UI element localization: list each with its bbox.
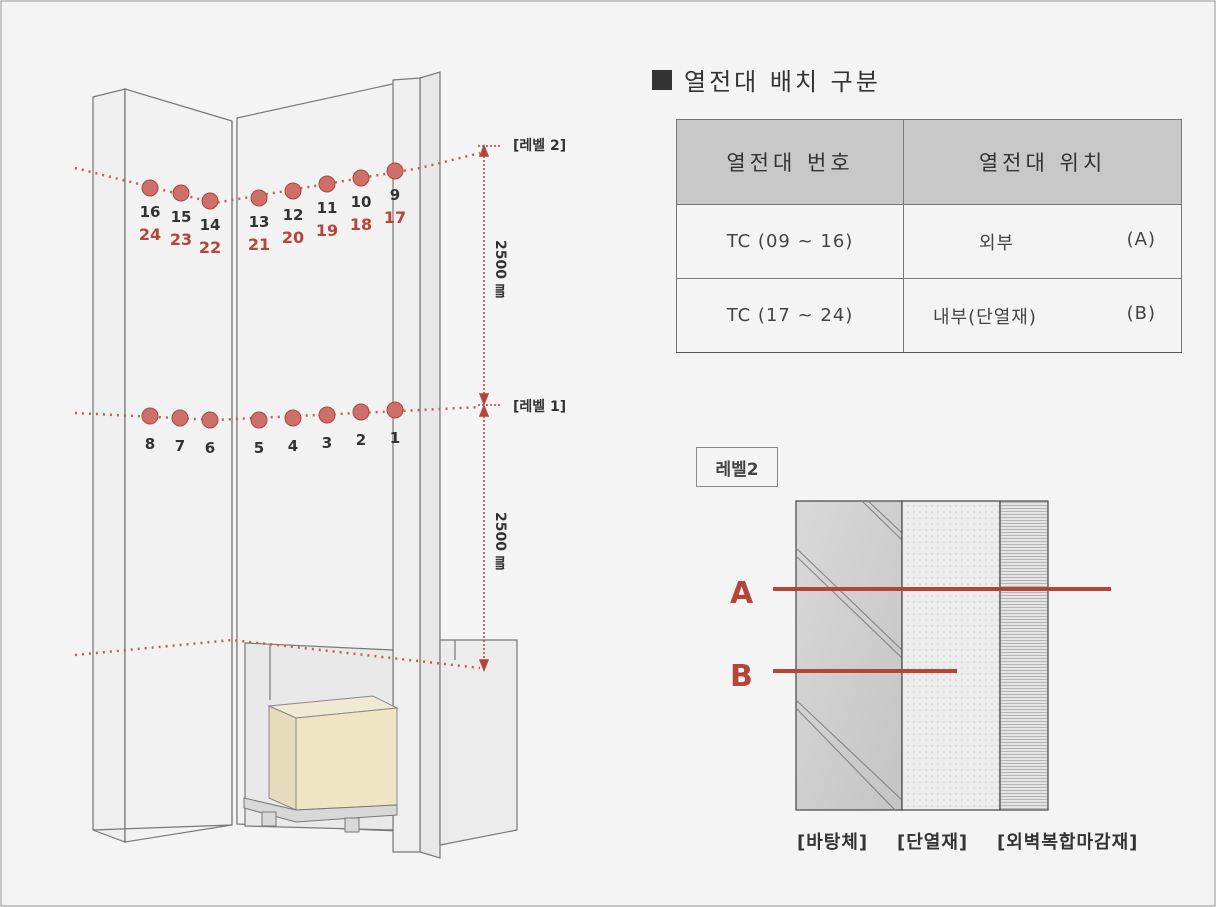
section-title: 열전대 배치 구분 <box>652 62 881 97</box>
thermocouple-number: 3 <box>322 434 332 452</box>
section-title-text: 열전대 배치 구분 <box>684 68 881 96</box>
location-text: 내부(단열재) <box>933 306 1037 328</box>
thermocouple-number: 8 <box>145 435 155 453</box>
thermocouple-number-inner: 23 <box>170 230 192 249</box>
cladding-layer <box>999 500 1049 811</box>
thermocouple-number-inner: 18 <box>350 215 372 234</box>
thermocouple-dot <box>284 409 302 427</box>
header-tc-number: 열전대 번호 <box>676 119 904 205</box>
dimension-lower-label: 2500 ㎜ <box>492 512 508 570</box>
layer-label-insulation: [단열재] <box>897 832 969 853</box>
square-bullet-icon <box>652 69 672 90</box>
thermocouple-number: 1 <box>390 429 400 447</box>
insulation-layer <box>901 500 1001 811</box>
table-row: TC (17 ~ 24) 내부(단열재) (B) <box>676 278 1182 353</box>
layer-label-cladding: [외벽복합마감재] <box>997 832 1139 853</box>
line-a-label: A <box>730 576 754 611</box>
thermocouple-dot <box>386 401 404 419</box>
thermocouple-number-outer: 16 <box>140 203 161 221</box>
level2-label: [레벨 2] <box>513 138 566 154</box>
thermocouple-number: 6 <box>205 439 215 457</box>
thermocouple-number-inner: 17 <box>384 208 406 227</box>
thermocouple-dot <box>250 411 268 429</box>
thermocouple-dot <box>201 411 219 429</box>
layer-label-substrate: [바탕체] <box>797 832 869 853</box>
cell-location: 외부 (A) <box>903 204 1182 279</box>
location-code: (B) <box>1126 302 1156 324</box>
pallet <box>243 797 398 833</box>
table-header-row: 열전대 번호 열전대 위치 <box>676 119 1182 205</box>
level2-thermocouples: 16 24 15 23 14 22 13 21 12 20 11 19 10 18 9 17 <box>139 162 406 257</box>
location-code: (A) <box>1126 228 1156 250</box>
line-b-label: B <box>730 659 753 694</box>
thermocouple-dot <box>318 175 336 193</box>
thermocouple-number-outer: 15 <box>171 208 192 226</box>
thermocouple-dot <box>352 169 370 187</box>
cell-tc-range: TC (17 ~ 24) <box>676 278 904 353</box>
thermocouple-number-outer: 12 <box>283 206 304 224</box>
thermocouple-table: 열전대 번호 열전대 위치 TC (09 ~ 16) 외부 (A) TC (17 … <box>676 119 1182 353</box>
thermocouple-dot <box>141 407 159 425</box>
thermocouple-dot <box>284 182 302 200</box>
thermocouple-dot <box>171 409 189 427</box>
section-detail: A B <box>730 500 1111 811</box>
dimension-lines <box>478 143 500 673</box>
table-row: TC (09 ~ 16) 외부 (A) <box>676 204 1182 279</box>
thermocouple-number-inner: 24 <box>139 225 161 244</box>
level1-thermocouples: 8 7 6 5 4 3 2 1 <box>141 401 404 457</box>
dimension-upper-label: 2500 ㎜ <box>492 240 508 298</box>
level2-detail-label: 레벨2 <box>696 447 778 487</box>
thermocouple-dot <box>318 406 336 424</box>
thermocouple-dot <box>201 192 219 210</box>
location-text: 외부 <box>979 232 1015 254</box>
level1-label: [레벨 1] <box>513 399 566 415</box>
thermocouple-dot <box>141 179 159 197</box>
cell-location: 내부(단열재) (B) <box>903 278 1182 353</box>
thermocouple-dot <box>172 184 190 202</box>
thermocouple-dot <box>352 403 370 421</box>
thermocouple-number: 5 <box>254 439 264 457</box>
thermocouple-number-inner: 21 <box>248 235 270 254</box>
header-tc-location: 열전대 위치 <box>903 119 1182 205</box>
thermocouple-number-inner: 19 <box>316 221 338 240</box>
burner-box <box>267 695 399 811</box>
thermocouple-number-inner: 22 <box>199 238 221 257</box>
thermocouple-number-outer: 14 <box>200 216 221 234</box>
thermocouple-number-outer: 13 <box>249 213 270 231</box>
thermocouple-number: 7 <box>175 437 185 455</box>
thermocouple-number-outer: 9 <box>390 186 400 204</box>
wall-structure <box>92 71 518 859</box>
thermocouple-number-outer: 10 <box>351 193 372 211</box>
thermocouple-number-outer: 11 <box>317 199 338 217</box>
thermocouple-dot <box>250 189 268 207</box>
cell-tc-range: TC (09 ~ 16) <box>676 204 904 279</box>
thermocouple-dot <box>386 162 404 180</box>
substrate-layer <box>795 500 903 811</box>
thermocouple-number: 2 <box>356 431 366 449</box>
thermocouple-number: 4 <box>288 437 298 455</box>
thermocouple-number-inner: 20 <box>282 228 304 247</box>
substrate-hatch <box>795 500 903 811</box>
